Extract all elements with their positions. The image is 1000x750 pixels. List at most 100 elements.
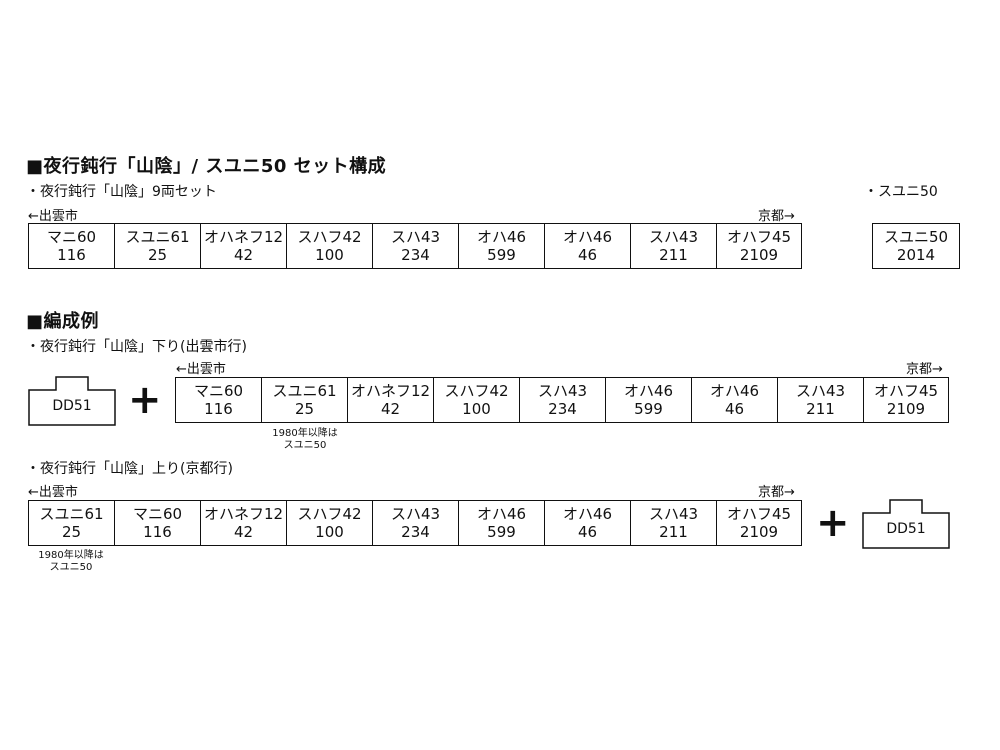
car-number: 116 — [204, 400, 233, 418]
car-name: オハフ45 — [726, 228, 792, 246]
car-number: 25 — [61, 523, 82, 541]
up-note: 1980年以降は スユニ50 — [28, 550, 114, 574]
car-name: オハ46 — [709, 382, 760, 400]
car-number: 234 — [548, 400, 577, 418]
single-car-label: ・スユニ50 — [864, 184, 938, 200]
car-number: 599 — [487, 246, 516, 264]
car-number: 211 — [806, 400, 835, 418]
locomotive-icon — [862, 499, 950, 549]
note-text: 1980年以降は スユニ50 — [38, 550, 104, 573]
plus-sign: + — [128, 377, 162, 423]
car-number: 42 — [233, 246, 254, 264]
car-name: スハフ42 — [297, 505, 362, 523]
car-number: 599 — [634, 400, 663, 418]
down-note: 1980年以降は スユニ50 — [262, 428, 348, 452]
plus-sign: + — [816, 500, 850, 546]
car-name: スハ43 — [390, 228, 441, 246]
up-locomotive: DD51 — [862, 499, 950, 549]
car-name: マニ60 — [193, 382, 244, 400]
set-title: ■夜行鈍行「山陰」/ スユニ50 セット構成 — [26, 156, 387, 177]
locomotive-label: DD51 — [886, 521, 926, 537]
car-name: オハ46 — [476, 505, 527, 523]
car-number: 211 — [659, 523, 688, 541]
car-name: スユニ61 — [39, 505, 104, 523]
car-number: 46 — [724, 400, 745, 418]
car-number: 234 — [401, 523, 430, 541]
car-name: オハ46 — [623, 382, 674, 400]
car-number: 100 — [315, 523, 344, 541]
direction-right-label: 京都→ — [758, 209, 795, 224]
car-name: オハフ45 — [873, 382, 939, 400]
down-train-label: ・夜行鈍行「山陰」下り(出雲市行) — [26, 339, 247, 355]
car-name: マニ60 — [132, 505, 183, 523]
down-locomotive: DD51 — [28, 376, 116, 426]
car-name: スユニ61 — [125, 228, 190, 246]
down-direction-left: ←出雲市 — [176, 362, 226, 377]
car-name: オハネフ12 — [350, 382, 431, 400]
car-name: オハフ45 — [726, 505, 792, 523]
direction-left-label: ←出雲市 — [28, 209, 78, 224]
car-name: スユニ50 — [883, 228, 949, 246]
car-number: 2109 — [886, 400, 926, 418]
car-name: オハ46 — [562, 505, 613, 523]
car-number: 2014 — [896, 246, 936, 264]
car-number: 100 — [462, 400, 491, 418]
car-name: スハ43 — [648, 228, 699, 246]
up-train-label: ・夜行鈍行「山陰」上り(京都行) — [26, 461, 233, 477]
car-number: 42 — [233, 523, 254, 541]
car-name: スハフ42 — [444, 382, 509, 400]
down-direction-right: 京都→ — [906, 362, 943, 377]
car-name: スハ43 — [537, 382, 588, 400]
locomotive-icon — [28, 376, 116, 426]
car-name: スハ43 — [390, 505, 441, 523]
up-direction-right: 京都→ — [758, 485, 795, 500]
note-text: 1980年以降は スユニ50 — [272, 428, 338, 451]
car-number: 2109 — [739, 246, 779, 264]
car-name: スユニ61 — [272, 382, 337, 400]
car-name: オハ46 — [476, 228, 527, 246]
car-name: スハ43 — [648, 505, 699, 523]
car-name: マニ60 — [46, 228, 97, 246]
car-name: スハ43 — [795, 382, 846, 400]
car-number: 46 — [577, 246, 598, 264]
car-number: 2109 — [739, 523, 779, 541]
up-direction-left: ←出雲市 — [28, 485, 78, 500]
single-car-box: スユニ50 2014 — [872, 223, 960, 269]
car-number: 46 — [577, 523, 598, 541]
examples-title: ■編成例 — [26, 311, 100, 332]
nine-car-set-label: ・夜行鈍行「山陰」9両セット — [26, 184, 217, 200]
car-name: オハネフ12 — [203, 228, 284, 246]
car-number: 599 — [487, 523, 516, 541]
car-number: 42 — [380, 400, 401, 418]
car-name: オハ46 — [562, 228, 613, 246]
car-number: 25 — [147, 246, 168, 264]
locomotive-label: DD51 — [52, 398, 92, 414]
